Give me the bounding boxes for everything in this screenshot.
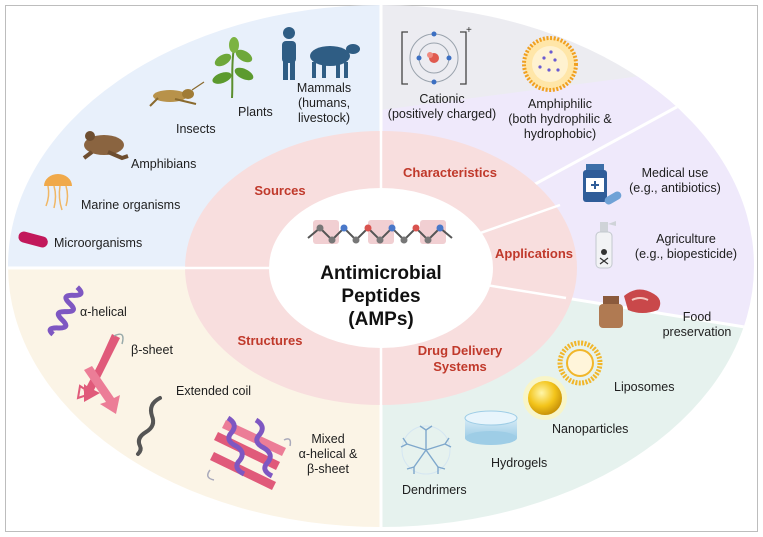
label-amphiphilic-1: Amphiphilic <box>528 97 592 111</box>
mixed-structure-icon <box>207 415 292 490</box>
label-amphibians: Amphibians <box>131 157 197 171</box>
svg-text:+: + <box>466 25 472 36</box>
label-cationic: Cationic (positively charged) <box>380 92 504 122</box>
grasshopper-icon <box>149 81 205 107</box>
section-drug-delivery-line1: Drug Delivery <box>417 343 503 358</box>
label-medical-1: Medical use <box>641 166 709 180</box>
section-drug-delivery-line2: Systems <box>433 359 487 374</box>
section-structures: Structures <box>237 333 303 348</box>
label-cationic-2: (positively charged) <box>387 107 497 121</box>
label-mixed-1: Mixed <box>311 432 345 446</box>
center-title-line3: (AMPs) <box>348 309 414 330</box>
label-agri-2: (e.g., biopesticide) <box>634 247 738 261</box>
human-icon <box>282 27 296 80</box>
label-food-2: preservation <box>662 325 732 339</box>
label-mammals-1: Mammals <box>296 81 352 95</box>
peptide-chain-icon <box>307 220 453 244</box>
food-icon <box>599 289 661 328</box>
dendrimer-icon <box>400 425 452 475</box>
section-sources: Sources <box>254 183 306 198</box>
label-nanoparticles: Nanoparticles <box>552 422 629 436</box>
beta-sheet-icon <box>76 333 124 414</box>
label-cationic-1: Cationic <box>419 92 465 106</box>
atom-icon: + <box>401 25 472 85</box>
label-alpha-helical: α-helical <box>80 305 127 319</box>
label-liposomes: Liposomes <box>614 380 675 394</box>
label-medical-use: Medical use (e.g., antibiotics) <box>620 166 730 196</box>
helix-icon <box>47 285 84 337</box>
label-medical-2: (e.g., antibiotics) <box>629 181 721 195</box>
center-title-line1: Antimicrobial <box>320 263 442 284</box>
coil-icon <box>136 396 162 456</box>
section-drug-delivery: Drug Delivery Systems <box>405 343 515 375</box>
jellyfish-icon <box>44 174 72 211</box>
label-mammals-2: (humans, <box>297 96 351 110</box>
nanoparticle-icon <box>523 376 567 420</box>
label-hydrogels: Hydrogels <box>491 456 548 470</box>
label-plants: Plants <box>238 105 273 119</box>
label-mammals: Mammals (humans, livestock) <box>282 81 366 126</box>
label-beta-sheet: β-sheet <box>131 343 173 357</box>
section-applications: Applications <box>494 246 573 261</box>
frog-icon <box>82 131 129 161</box>
plant-icon <box>212 37 254 99</box>
label-agri-1: Agriculture <box>656 232 716 246</box>
label-food-preservation: Food preservation <box>655 310 739 340</box>
spray-bottle-icon <box>595 221 616 269</box>
center-title-line2: Peptides <box>341 286 421 307</box>
bacterium-icon <box>18 231 48 248</box>
label-extended-coil: Extended coil <box>176 384 252 398</box>
label-mixed: Mixed α-helical & β-sheet <box>290 432 366 477</box>
hydrogel-icon <box>464 410 518 445</box>
label-mixed-3: β-sheet <box>307 462 349 476</box>
label-microorganisms: Microorganisms <box>54 236 143 250</box>
label-agriculture: Agriculture (e.g., biopesticide) <box>624 232 748 262</box>
label-insects: Insects <box>176 122 216 136</box>
micelle-icon <box>522 36 578 92</box>
label-marine-organisms: Marine organisms <box>81 198 181 212</box>
label-mixed-2: α-helical & <box>298 447 358 461</box>
label-mammals-3: livestock) <box>297 111 351 125</box>
center-title: Antimicrobial Peptides (AMPs) <box>300 262 462 331</box>
label-dendrimers: Dendrimers <box>402 483 467 497</box>
cow-icon <box>310 44 360 78</box>
label-amphiphilic: Amphiphilic (both hydrophilic & hydropho… <box>498 97 622 142</box>
section-characteristics: Characteristics <box>403 165 497 180</box>
label-amphiphilic-2: (both hydrophilic & <box>508 112 612 126</box>
pill-bottle-icon <box>583 164 622 205</box>
label-food-1: Food <box>682 310 712 324</box>
liposome-icon <box>557 340 603 386</box>
label-amphiphilic-3: hydrophobic) <box>523 127 597 141</box>
